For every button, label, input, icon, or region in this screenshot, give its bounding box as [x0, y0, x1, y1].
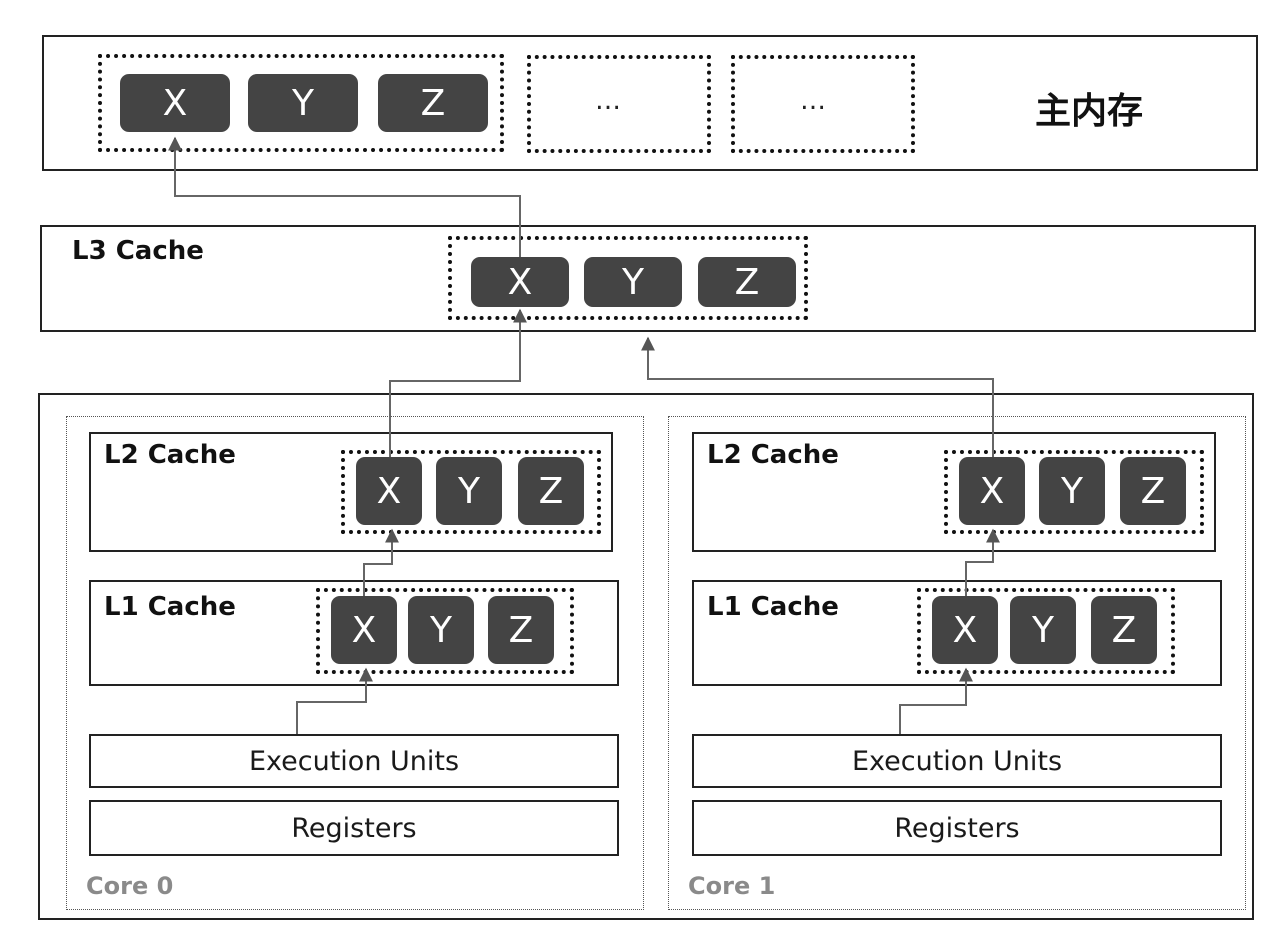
l3-cache-label: L3 Cache [72, 236, 204, 266]
core-1-l2-cache-label: L2 Cache [707, 440, 839, 470]
core-0-l2-cell-z: Z [518, 457, 584, 525]
core-1-l1-cell-x: X [932, 596, 998, 664]
core-1-l1-cell-y: Y [1010, 596, 1076, 664]
core-1-l1-cache-label: L1 Cache [707, 592, 839, 622]
core-0-box [66, 416, 644, 910]
core-0-execution-units: Execution Units [89, 734, 619, 788]
core-1-l2-cell-x: X [959, 457, 1025, 525]
main-memory-label: 主内存 [1035, 91, 1144, 132]
core-1-registers: Registers [692, 800, 1222, 856]
core-1-execution-units: Execution Units [692, 734, 1222, 788]
l3-cache-cell-x: X [471, 257, 569, 307]
core-1-l1-cell-z: Z [1091, 596, 1157, 664]
core-1-l2-cell-z: Z [1120, 457, 1186, 525]
core-0-l1-cell-y: Y [408, 596, 474, 664]
core-0-l2-cell-x: X [356, 457, 422, 525]
l3-cache-xyz-group [448, 236, 808, 320]
l3-cache-cell-z: Z [698, 257, 796, 307]
core-0-l1-cell-x: X [331, 596, 397, 664]
core-0-l1-xyz-group [316, 588, 574, 674]
main-memory-placeholder-1: … [595, 86, 622, 116]
core-0-l1-cell-z: Z [488, 596, 554, 664]
core-1-l2-xyz-group [944, 450, 1204, 534]
main-memory-cell-z: Z [378, 74, 488, 132]
core-0-label: Core 0 [86, 872, 174, 900]
core-0-l1-cache-label: L1 Cache [104, 592, 236, 622]
main-memory-placeholder-group-1 [527, 55, 711, 153]
l3-cache-cell-y: Y [584, 257, 682, 307]
main-memory-cell-y: Y [248, 74, 358, 132]
core-1-label: Core 1 [688, 872, 776, 900]
main-memory-cell-x: X [120, 74, 230, 132]
core-0-l2-cell-y: Y [436, 457, 502, 525]
core-1-l1-xyz-group [917, 588, 1175, 674]
core-1-l2-cell-y: Y [1039, 457, 1105, 525]
main-memory-placeholder-2: … [800, 86, 827, 116]
core-0-l2-cache-label: L2 Cache [104, 440, 236, 470]
core-0-registers: Registers [89, 800, 619, 856]
main-memory-placeholder-group-2 [731, 55, 915, 153]
